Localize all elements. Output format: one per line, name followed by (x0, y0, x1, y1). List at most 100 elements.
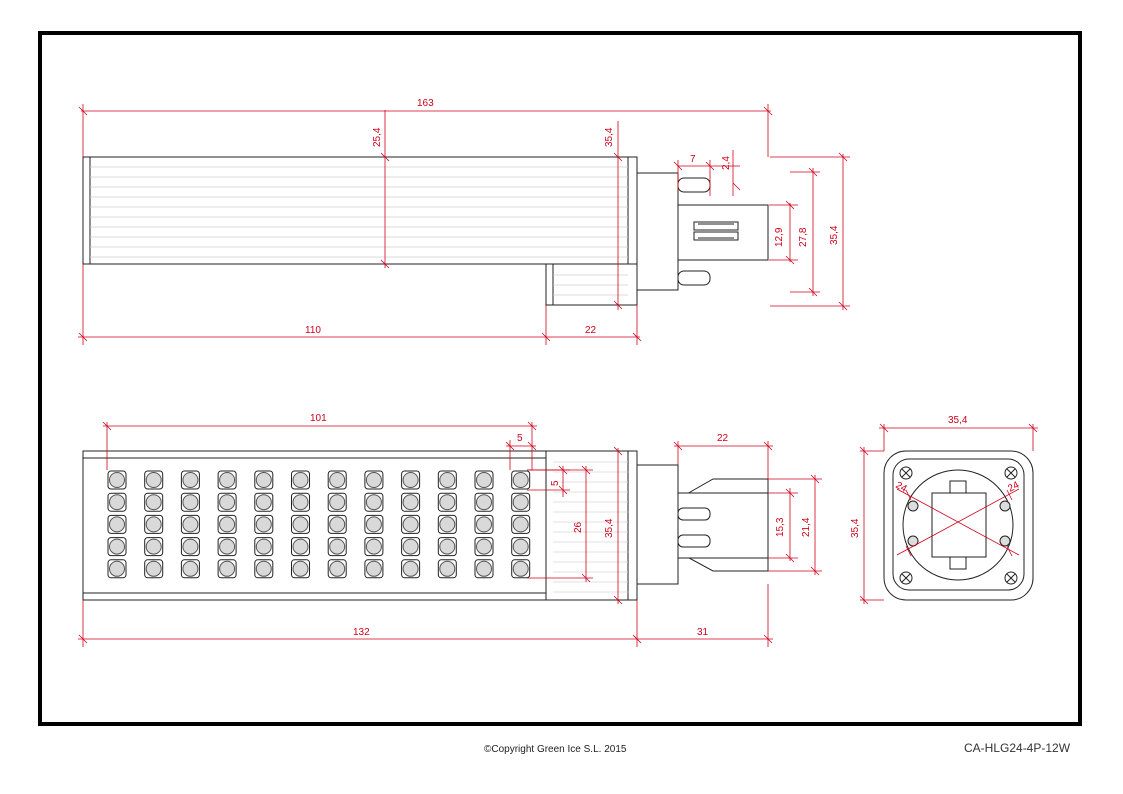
dim-side-body-height: 25,4 (372, 127, 383, 147)
led-icon (476, 560, 492, 577)
led-icon (219, 538, 236, 555)
led-icon (476, 538, 492, 555)
led-icon (512, 472, 529, 488)
led-icon (439, 472, 456, 488)
led-icon (329, 538, 346, 555)
led-icon (255, 516, 272, 533)
led-icon (439, 494, 456, 511)
led-icon (402, 472, 419, 488)
led-icon (145, 472, 162, 488)
led-icon (109, 516, 125, 533)
led-icon (109, 494, 125, 511)
top-pin-lower (677, 534, 711, 548)
led-icon (402, 538, 419, 555)
dim-side-body-length: 110 (305, 325, 321, 336)
side-pin-bottom (677, 270, 711, 286)
dim-top-led-field-height: 26 (573, 521, 584, 533)
led-icon (402, 516, 419, 533)
led-icon (476, 516, 492, 533)
led-icon (255, 560, 272, 577)
dim-top-led-pitch-v: 5 (550, 480, 561, 486)
led-icon (292, 472, 309, 488)
dim-top-base-width: 21,4 (801, 517, 812, 537)
end-screw-tr-icon (1004, 466, 1018, 480)
led-icon (109, 560, 125, 577)
dim-top-base-total: 31 (697, 627, 709, 638)
led-icon (439, 538, 456, 555)
dim-end-pin-spacing-right: 24 (1006, 480, 1021, 495)
led-icon (255, 538, 272, 555)
led-icon (512, 538, 529, 555)
end-pin-tr-icon (999, 500, 1011, 512)
dim-side-pin-spacing: 27,8 (798, 227, 809, 247)
dim-end-pin-spacing-left: 24 (894, 480, 909, 495)
led-icon (255, 472, 272, 488)
dim-top-pin-pitch: 15,3 (775, 517, 786, 537)
end-screw-tl-icon (899, 466, 913, 480)
led-icon (402, 560, 419, 577)
top-dimensions (78, 421, 822, 647)
led-icon (292, 538, 309, 555)
led-icon (365, 472, 382, 488)
side-base-block (636, 172, 679, 291)
led-icon (145, 516, 162, 533)
led-icon (476, 494, 492, 511)
led-icon (145, 560, 162, 577)
end-pin-br-icon (999, 535, 1011, 547)
led-icon (365, 494, 382, 511)
led-icon (182, 494, 199, 511)
led-icon (292, 494, 309, 511)
dim-top-total-length: 132 (353, 627, 370, 638)
copyright-text: ©Copyright Green Ice S.L. 2015 (484, 744, 627, 755)
led-icon (145, 538, 162, 555)
led-icon (512, 560, 529, 577)
led-icon (182, 516, 199, 533)
dim-side-pin-diameter: 2,4 (721, 156, 732, 170)
led-icon (329, 560, 346, 577)
top-pin-upper (677, 507, 711, 521)
led-icon (365, 560, 382, 577)
led-icon (512, 516, 529, 533)
dim-top-cap-height: 35,4 (604, 518, 615, 538)
led-icon (182, 472, 199, 488)
dim-side-cap-height: 35,4 (604, 127, 615, 147)
led-icon (182, 538, 199, 555)
dim-side-total-length: 163 (417, 98, 434, 109)
led-icon (329, 494, 346, 511)
led-grid (107, 470, 531, 579)
side-dimension-labels: 163 25,4 35,4 7 2,4 12,9 27,8 35,4 110 2… (305, 98, 840, 336)
dim-top-led-pitch-h: 5 (517, 433, 523, 444)
led-icon (219, 494, 236, 511)
drawing-frame (38, 31, 1082, 726)
led-icon (292, 560, 309, 577)
led-icon (365, 538, 382, 555)
led-icon (329, 516, 346, 533)
end-dimension-labels: 35,4 35,4 24 24 (850, 415, 1022, 538)
dim-side-base-height: 35,4 (829, 225, 840, 245)
led-icon (329, 472, 346, 488)
led-icon (476, 472, 492, 488)
top-dimension-labels: 101 5 5 26 35,4 22 15,3 21,4 132 31 (310, 413, 812, 638)
led-icon (109, 472, 125, 488)
side-dimensions (78, 104, 850, 345)
led-icon (512, 494, 529, 511)
end-dimensions (859, 423, 1038, 605)
led-icon (145, 494, 162, 511)
top-base-block (636, 464, 679, 585)
led-icon (182, 560, 199, 577)
side-heatsink-body (82, 156, 638, 265)
end-screw-bl-icon (899, 571, 913, 585)
dim-end-width: 35,4 (948, 415, 968, 426)
end-view (883, 450, 1034, 601)
dim-side-key-height: 12,9 (774, 227, 785, 247)
led-icon (292, 516, 309, 533)
side-pin-top (677, 177, 711, 193)
dim-side-pin-offset: 7 (690, 154, 696, 165)
end-inner-square (892, 458, 1025, 591)
dim-side-cap-length: 22 (585, 325, 597, 336)
end-pin-tl-icon (907, 500, 919, 512)
led-icon (402, 494, 419, 511)
dim-top-base-length: 22 (717, 433, 729, 444)
dim-top-led-span: 101 (310, 413, 327, 424)
